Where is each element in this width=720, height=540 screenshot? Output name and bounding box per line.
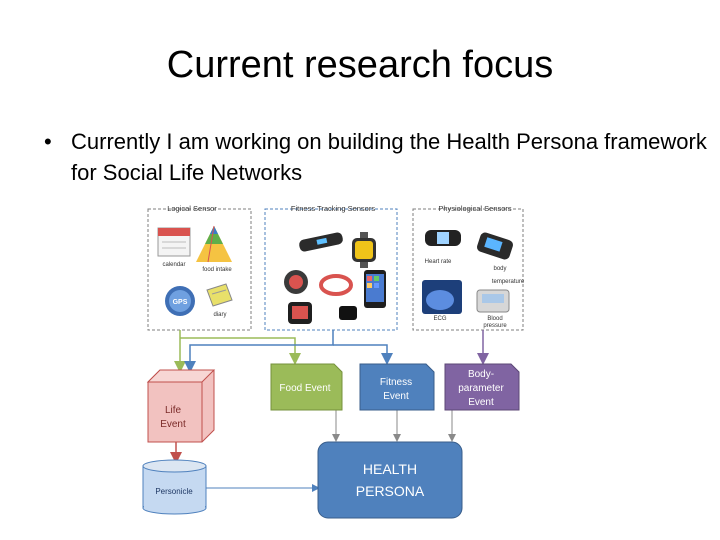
life-event-box: Life Event: [148, 370, 214, 442]
body-event-label-1: Body-: [468, 369, 494, 380]
health-persona-label-1: HEALTH: [363, 461, 417, 477]
pedometer-icon: [339, 306, 357, 320]
fitness-event-box: Fitness Event: [360, 364, 434, 410]
logical-panel-title: Logical Sensor: [167, 204, 217, 213]
calendar-label: calendar: [162, 262, 185, 268]
fitness-sensor-panel: Fitness Tracking Sensors: [265, 204, 397, 330]
fitness-panel-title: Fitness Tracking Sensors: [291, 204, 375, 213]
food-event-label: Food Event: [279, 383, 330, 394]
personicle-database: Personicle: [143, 460, 206, 514]
smartwatch-icon: [352, 232, 376, 268]
smartphone-icon: [364, 270, 386, 308]
life-event-label-2: Event: [160, 419, 186, 430]
fitness-event-label-2: Event: [383, 391, 409, 402]
ecg-icon: [422, 280, 462, 314]
fitness-band-icon: [298, 232, 344, 253]
health-persona-label-2: PERSONA: [356, 483, 425, 499]
diary-icon: [207, 284, 232, 306]
body-temperature-label-1: body: [493, 266, 506, 272]
svg-text:GPS: GPS: [173, 299, 188, 306]
body-parameter-event-box: Body- parameter Event: [445, 364, 519, 410]
food-intake-label: food intake: [202, 267, 232, 273]
heart-rate-monitor-icon: [284, 270, 308, 294]
ecg-label: ECG: [433, 316, 446, 322]
body-temperature-label-2: temperature: [492, 279, 525, 285]
blood-pressure-label-1: Blood: [487, 316, 502, 322]
food-pyramid-icon: [196, 226, 232, 262]
physiological-sensor-panel: Physiological Sensors Heart rate body te…: [413, 204, 525, 330]
calendar-icon: [158, 228, 190, 256]
health-persona-box: HEALTH PERSONA: [318, 442, 462, 518]
heart-rate-label: Heart rate: [425, 259, 452, 265]
diary-label: diary: [213, 312, 226, 318]
blood-pressure-label-2: pressure: [483, 323, 507, 329]
life-event-label-1: Life: [165, 405, 182, 416]
fitness-event-label-1: Fitness: [380, 377, 412, 388]
personicle-label: Personicle: [155, 487, 193, 496]
food-event-box: Food Event: [271, 364, 342, 410]
gps-icon: GPS: [165, 286, 195, 316]
body-event-label-3: Event: [468, 397, 494, 408]
logical-sensor-panel: Logical Sensor calendar food intake GPS: [148, 204, 251, 330]
physiological-panel-title: Physiological Sensors: [438, 204, 512, 213]
heart-rate-icon: [425, 230, 461, 246]
body-temperature-icon: [476, 231, 515, 261]
body-event-label-2: parameter: [458, 383, 504, 394]
fitness-band-red-icon: [321, 276, 351, 294]
fitness-watch-icon: [288, 302, 312, 324]
blood-pressure-icon: [477, 290, 509, 312]
